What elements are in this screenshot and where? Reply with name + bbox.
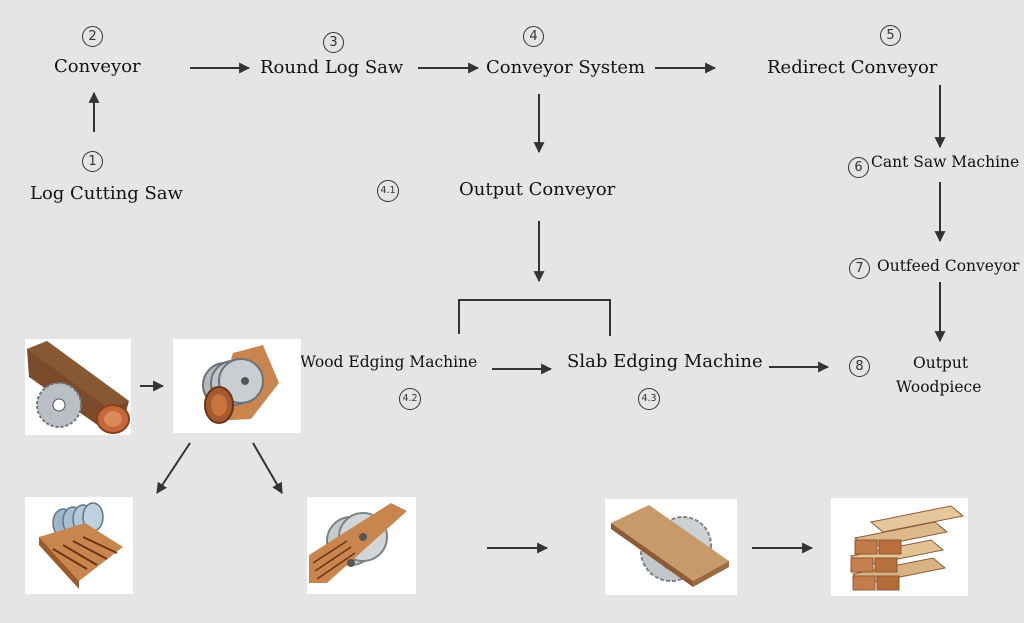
arrow-photo-2-to-4 <box>252 442 283 494</box>
step-number-7: 7 <box>849 258 870 279</box>
step-number-3: 3 <box>323 32 344 53</box>
split-bracket <box>458 299 611 336</box>
conveyor-label: Conveyor <box>54 56 141 77</box>
double-saw-edging-icon <box>309 503 407 583</box>
redirect-conveyor-label: Redirect Conveyor <box>767 57 938 78</box>
step-number-2: 2 <box>82 26 103 47</box>
step-number-4-1: 4.1 <box>377 180 399 202</box>
wood-edging-machine-label: Wood Edging Machine <box>300 353 478 371</box>
output-label-line2: Woodpiece <box>896 378 982 396</box>
step-number-5: 5 <box>880 25 901 46</box>
illustration-double-saw <box>307 497 416 594</box>
cant-saw-machine-label: Cant Saw Machine <box>871 153 1020 171</box>
step-number-6: 6 <box>848 157 869 178</box>
step-number-8: 8 <box>849 356 870 377</box>
round-log-saw-label: Round Log Saw <box>260 57 404 78</box>
gang-saw-boards-icon <box>39 502 123 589</box>
illustration-log-saw <box>25 339 131 435</box>
log-cutting-saw-label: Log Cutting Saw <box>30 183 183 204</box>
arrow-photo-2-to-3 <box>156 442 191 494</box>
output-conveyor-label: Output Conveyor <box>459 179 616 200</box>
multi-blade-saw-icon <box>202 345 279 424</box>
illustration-gang-saw <box>25 497 133 594</box>
illustration-slab-edging <box>605 499 737 595</box>
illustration-lumber-stack <box>831 498 968 596</box>
step-number-4-2: 4.2 <box>399 388 421 410</box>
conveyor-system-label: Conveyor System <box>486 57 646 78</box>
step-number-4: 4 <box>523 26 544 47</box>
step-number-4-3: 4.3 <box>638 388 660 410</box>
slab-edging-machine-label: Slab Edging Machine <box>567 351 763 372</box>
step-number-1: 1 <box>82 151 103 172</box>
circular-saw-log-icon <box>27 341 130 434</box>
output-label-line1: Output <box>913 354 969 372</box>
stacked-lumber-icon <box>849 505 965 591</box>
slab-edging-saw-icon <box>611 505 729 587</box>
illustration-multi-blade-saw <box>173 339 301 433</box>
outfeed-conveyor-label: Outfeed Conveyor <box>877 257 1020 275</box>
